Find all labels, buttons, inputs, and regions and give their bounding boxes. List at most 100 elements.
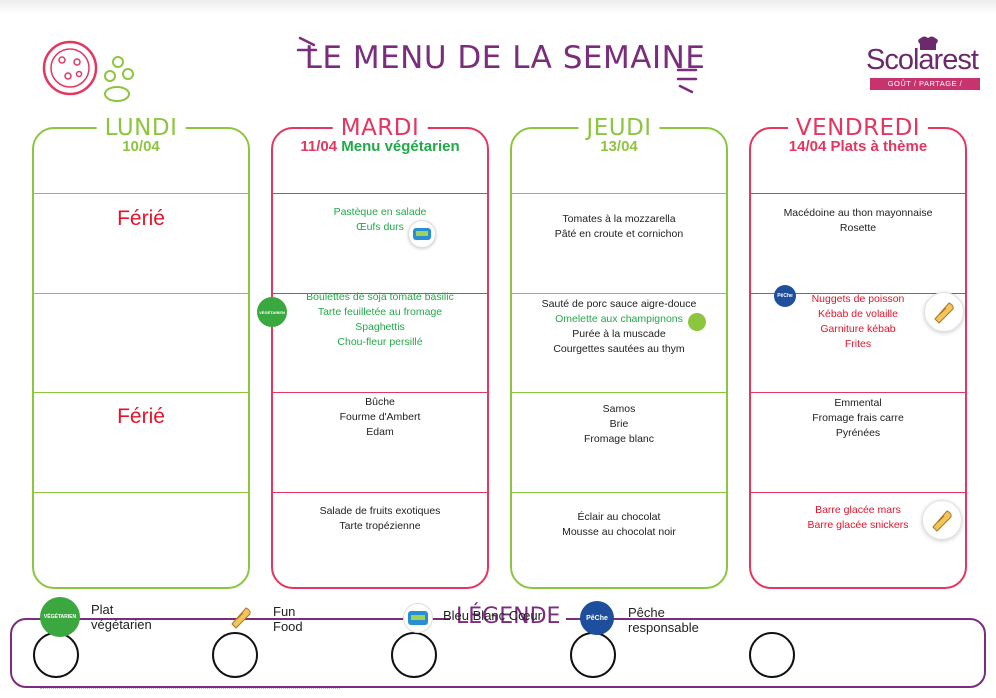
menu-item: Barre glacée mars (815, 504, 901, 516)
menu-desserts: Salade de fruits exotiques Tarte tropézi… (273, 504, 487, 534)
menu-item: Purée à la muscade (572, 328, 666, 340)
legend-title: LÉGENDE (450, 604, 567, 629)
logo-tagline: GOÛT / PARTAGE / PROXIMITÉ (870, 78, 980, 100)
top-band (0, 0, 996, 14)
day-date-value: 11/04 (300, 138, 338, 155)
bleu-blanc-coeur-icon (403, 603, 433, 633)
menu-item: Bûche (365, 396, 395, 408)
menu-item: Omelette aux champignons (555, 313, 683, 325)
vegetarian-badge-label: VÉGÉTARIEN (259, 309, 285, 315)
row-divider (273, 392, 487, 393)
day-date: 11/04 Menu végétarien (273, 138, 487, 155)
row-divider (751, 492, 965, 493)
menu-item: Pastèque en salade (333, 206, 427, 218)
day-name: VENDREDI (787, 115, 929, 141)
day-mardi: MARDI 11/04 Menu végétarien Pastèque en … (271, 115, 489, 589)
menu-item: Kébab de volaille (818, 308, 898, 320)
pizza-icon (42, 40, 98, 96)
menu-item: Tarte feuilletée au fromage (317, 306, 443, 318)
menu-item: Férié (117, 207, 165, 230)
menu-cheese: Bûche Fourme d'Ambert Edam (273, 395, 487, 440)
peche-responsable-icon: PêChe (774, 285, 796, 307)
menu-cheese: Samos Brie Fromage blanc (512, 402, 726, 447)
legend-circle (391, 632, 437, 678)
legend-box: LÉGENDE (10, 604, 986, 688)
menu-starters: Tomates à la mozzarella Pâté en croute e… (512, 212, 726, 242)
row-divider (273, 293, 487, 294)
menu-item: Nuggets de poisson (811, 293, 905, 305)
menu-item: Emmental (834, 397, 882, 409)
menu-item: Fourme d'Ambert (339, 411, 421, 423)
peche-badge-label: PêChe (586, 614, 608, 622)
day-name: LUNDI (96, 115, 186, 141)
legend-label-line: Pêche (628, 605, 665, 620)
row-divider (34, 193, 248, 194)
menu-item: Œufs durs (356, 221, 404, 233)
menu-item: Pâté en croute et cornichon (554, 228, 684, 240)
vegetarian-small-icon (688, 313, 706, 331)
menu-item: Courgettes sautées au thym (553, 343, 685, 355)
sparkle-right-icon (676, 68, 698, 94)
legend-label-line: Food (273, 619, 303, 634)
peche-responsable-icon: PêChe (580, 601, 614, 635)
footer-dotted-line (40, 688, 340, 692)
menu-desserts: Éclair au chocolat Mousse au chocolat no… (512, 510, 726, 540)
menu-item: Éclair au chocolat (577, 511, 661, 523)
menu-item: Mousse au chocolat noir (562, 526, 676, 538)
fun-food-wrap-icon (922, 500, 962, 540)
legend-label-line: Fun (273, 604, 296, 619)
legend-label-line: Plat (91, 602, 114, 617)
legend-circle (749, 632, 795, 678)
row-divider (512, 392, 726, 393)
fun-food-wrap-icon (924, 292, 964, 332)
day-jeudi: JEUDI 13/04 Tomates à la mozzarella Pâté… (510, 115, 728, 589)
menu-item: Salade de fruits exotiques (319, 505, 441, 517)
menu-item: Edam (366, 426, 394, 438)
day-date: 14/04 Plats à thème (788, 138, 928, 155)
legend-peche-label: Pêche responsable (628, 605, 699, 635)
menu-mains: Nuggets de poisson Kébab de volaille Gar… (751, 292, 965, 352)
peas-icon (104, 56, 134, 102)
menu-item: Garniture kébab (820, 323, 896, 335)
menu-mains: Boulettes de soja tomate basilic Tarte f… (273, 290, 487, 350)
row-divider (273, 193, 487, 194)
logo-brand: Scolarest (866, 44, 979, 76)
day-theme: Menu végétarien (341, 138, 460, 155)
row-divider (273, 492, 487, 493)
vegetarian-badge-label: VÉGÉTARIEN (43, 614, 77, 620)
day-name: MARDI (332, 115, 428, 141)
day-date: 10/04 (122, 138, 160, 155)
menu-item: Chou-fleur persillé (337, 336, 423, 348)
chef-hat-icon (918, 36, 938, 50)
row-divider (34, 293, 248, 294)
vegetarian-badge-icon: VÉGÉTARIEN (40, 597, 80, 637)
menu-item: Boulettes de soja tomate basilic (306, 291, 454, 303)
peche-badge-label: PêChe (777, 293, 793, 299)
menu-item: Sauté de porc sauce aigre-douce (541, 298, 697, 310)
page-title: LE MENU DE LA SEMAINE (304, 40, 706, 76)
legend-fun-food-label: Fun Food (273, 604, 303, 634)
row-divider (751, 293, 965, 294)
menu-item: Pyrénées (835, 427, 881, 439)
fun-food-wrap-icon (231, 607, 251, 629)
row-divider (512, 293, 726, 294)
menu-starters: Macédoine au thon mayonnaise Rosette (751, 206, 965, 236)
menu-mains: Sauté de porc sauce aigre-douce Omelette… (512, 297, 726, 357)
menu-item: Rosette (839, 222, 877, 234)
row-divider (751, 392, 965, 393)
menu-item: Brie (609, 418, 629, 430)
legend-label-line: végétarien (91, 617, 152, 632)
legend-bbc-label: Bleu Blanc Cœur (443, 608, 542, 623)
day-date: 13/04 (600, 138, 638, 155)
row-divider (512, 492, 726, 493)
legend-circle (33, 632, 79, 678)
menu-desserts: Barre glacée mars Barre glacée snickers (751, 503, 965, 533)
row-divider (34, 392, 248, 393)
menu-item: Fromage blanc (583, 433, 655, 445)
row-divider (751, 193, 965, 194)
menu-item: Barre glacée snickers (807, 519, 909, 531)
scolarest-logo: Scolarest GOÛT / PARTAGE / PROXIMITÉ (864, 36, 984, 100)
menu-item: Macédoine au thon mayonnaise (783, 207, 933, 219)
menu-item: Férié (117, 405, 165, 428)
sparkle-left-icon (296, 36, 318, 52)
